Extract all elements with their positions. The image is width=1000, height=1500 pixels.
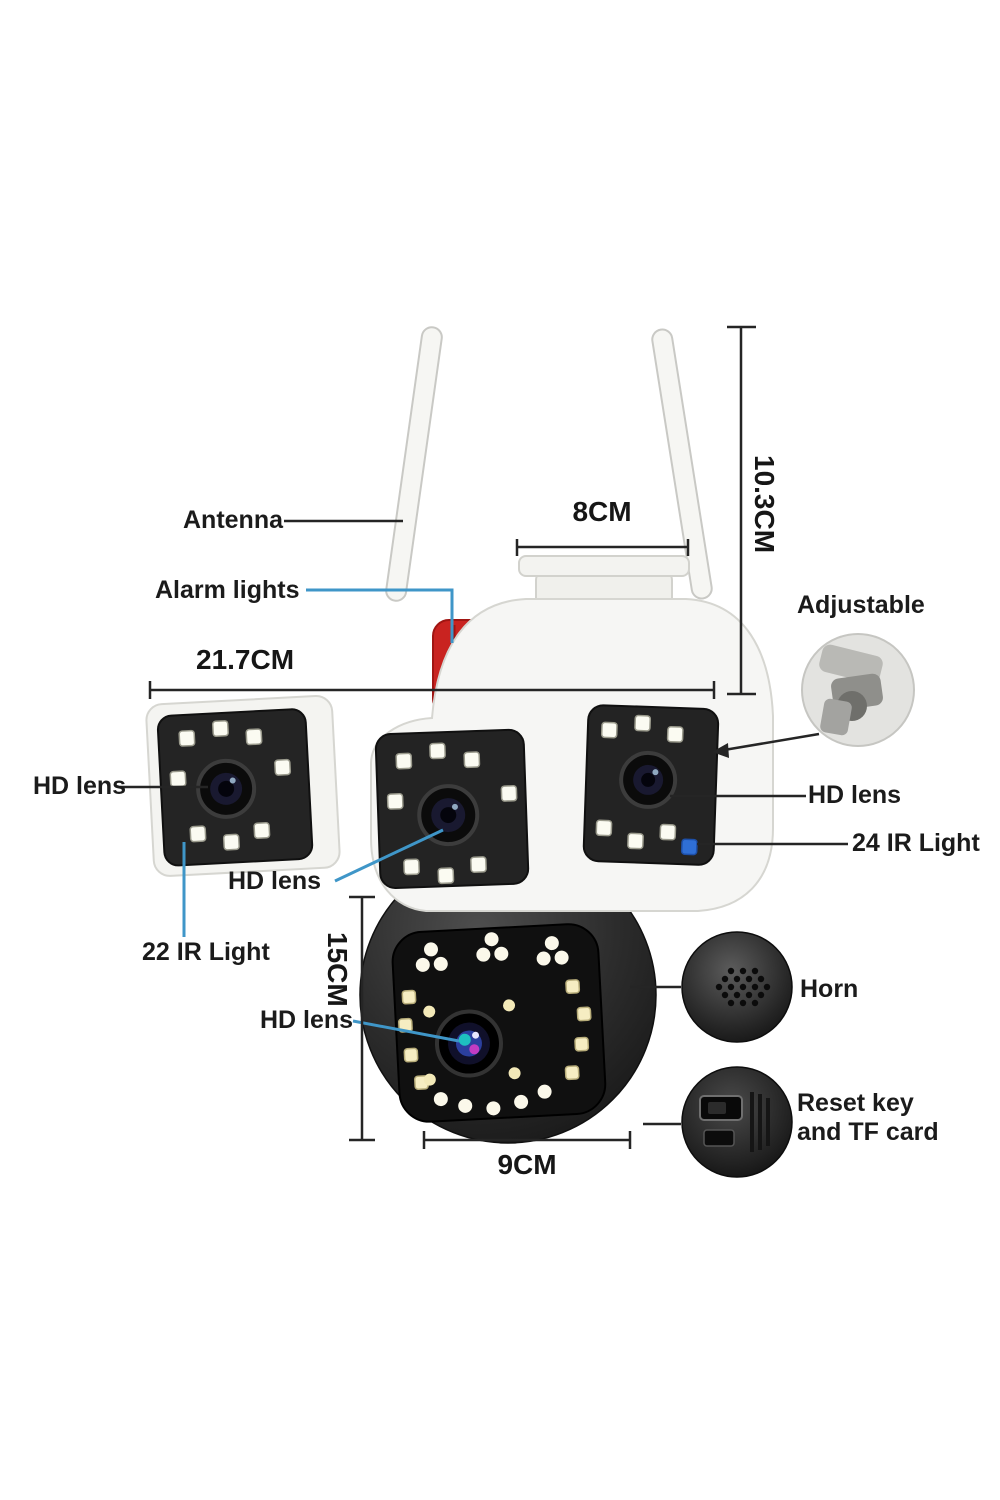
label-hd-lens-right: HD lens (808, 781, 902, 809)
reset-inset (681, 1066, 793, 1178)
hd-lens-right-glass (619, 750, 678, 809)
left-ir-leds (169, 720, 292, 851)
dim-right-height: 10.3CM (749, 455, 780, 554)
label-hd-lens-bottom: HD lens (260, 1006, 354, 1034)
ptz-led-columns (398, 979, 592, 1091)
dim-overall-width: 21.7CM (196, 644, 295, 675)
label-hd-lens-left: HD lens (33, 772, 127, 800)
dim-body-height: 15CM (322, 932, 353, 1007)
ptz-face-panel (391, 923, 607, 1123)
leader-lines-dark (120, 519, 848, 1126)
antenna-left-icon (385, 326, 443, 602)
label-reset-line2: and TF card (797, 1117, 939, 1146)
adjustable-inset (801, 633, 915, 747)
ptz-led-bottom-row (433, 1084, 552, 1116)
dimension-lines (148, 325, 756, 1149)
hd-lens-bottom-glass (434, 1009, 503, 1078)
horn-inset (681, 931, 793, 1043)
antenna-right-icon (651, 328, 713, 600)
hd-lens-left-glass (196, 758, 257, 819)
hd-lens-center-glass (417, 784, 480, 847)
dim-top-width: 8CM (572, 496, 632, 527)
label-24-ir-light: 24 IR Light (852, 829, 980, 857)
reset-button-icon (703, 1129, 735, 1147)
right-ir-leds (595, 714, 684, 850)
label-reset-line1: Reset key (797, 1089, 914, 1117)
left-camera-module (145, 695, 341, 877)
ptz-led-inner (423, 999, 521, 1086)
ir-led-blue (680, 838, 698, 856)
label-alarm-lights: Alarm lights (155, 576, 300, 604)
label-antenna: Antenna (183, 506, 283, 534)
center-camera-module (374, 728, 530, 889)
leader-lines-blue (182, 588, 460, 1043)
ptz-led-clusters (415, 932, 569, 972)
adjustable-arrowhead (712, 743, 729, 758)
dim-bottom-width: 9CM (497, 1149, 557, 1180)
center-ir-leds (386, 742, 518, 885)
speaker-grille-icon (715, 967, 771, 1007)
label-horn: Horn (800, 975, 859, 1003)
label-22-ir-light: 22 IR Light (142, 938, 270, 966)
label-adjustable: Adjustable (797, 591, 925, 619)
label-reset: Reset key and TF card (797, 1089, 939, 1147)
right-camera-module (582, 704, 720, 866)
label-hd-lens-center: HD lens (228, 867, 322, 895)
